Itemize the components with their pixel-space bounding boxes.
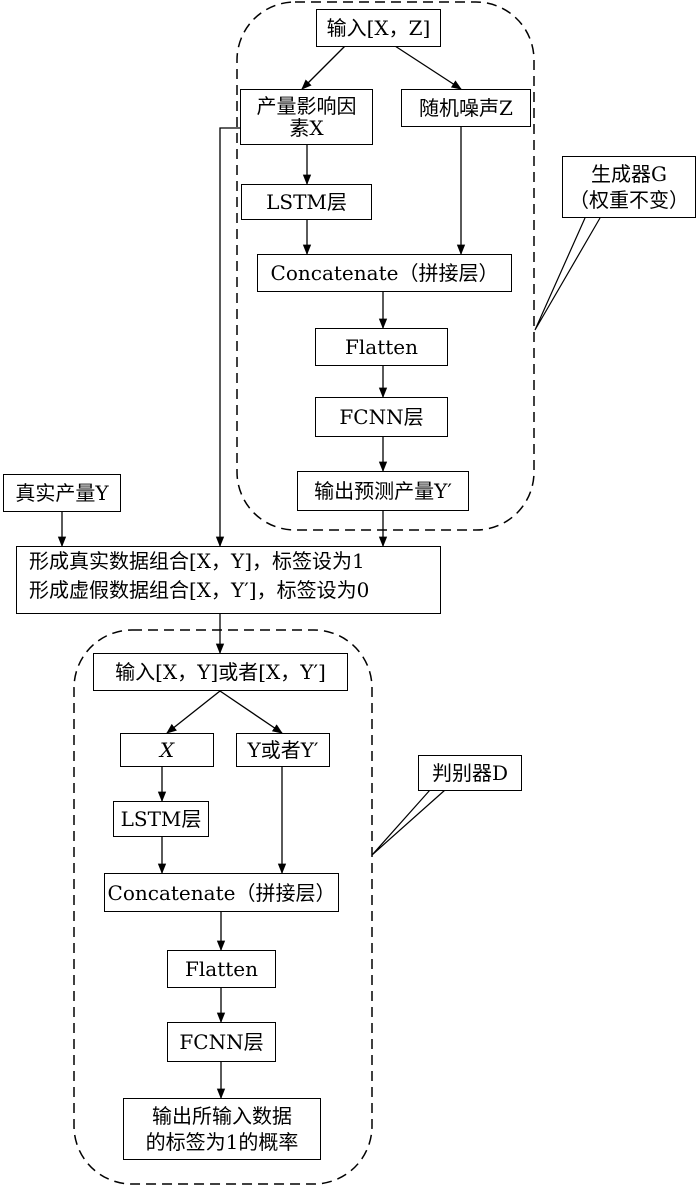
factor-x-line-1: 产量影响因 [256, 94, 357, 118]
combine-line-real: 形成真实数据组合[X，Y]，标签设为1 [29, 549, 365, 573]
noise-z-label: 随机噪声Z [419, 96, 513, 120]
generator-label-line-2: （权重不变） [569, 188, 689, 212]
combine-line-fake: 形成虚假数据组合[X，Y′]，标签设为0 [29, 578, 370, 602]
discriminator-flatten-label: Flatten [185, 957, 258, 981]
generator-lstm-node: LSTM层 [241, 184, 372, 220]
noise-z-node: 随机噪声Z [401, 89, 531, 127]
generator-fcnn-label: FCNN层 [339, 405, 424, 429]
discriminator-x-node: X [120, 733, 214, 767]
generator-input-label: 输入[X，Z] [326, 16, 431, 40]
discriminator-label-text: 判别器D [431, 761, 509, 785]
arrow-input-to-factor [301, 45, 346, 90]
generator-concat-node: Concatenate（拼接层） [257, 254, 512, 292]
arrow-input-to-noise [394, 45, 462, 90]
discriminator-output-line-2: 的标签为1的概率 [145, 1130, 299, 1154]
generator-output-label: 输出预测产量Y′ [314, 479, 452, 503]
discriminator-x-label: X [159, 738, 175, 762]
generator-flatten-label: Flatten [345, 335, 418, 359]
discriminator-label-box: 判别器D [418, 755, 522, 791]
arrow-dinput-to-x [166, 690, 221, 734]
real-yield-label: 真实产量Y [15, 481, 109, 505]
discriminator-input-node: 输入[X，Y]或者[X，Y′] [93, 653, 348, 691]
discriminator-output-node: 输出所输入数据 的标签为1的概率 [123, 1098, 321, 1160]
generator-output-node: 输出预测产量Y′ [297, 471, 469, 511]
discriminator-input-label: 输入[X，Y]或者[X，Y′] [115, 660, 326, 684]
generator-input-node: 输入[X，Z] [316, 9, 441, 47]
generator-label-box: 生成器G （权重不变） [562, 156, 696, 218]
generator-flatten-node: Flatten [315, 328, 448, 366]
discriminator-concat-label: Concatenate（拼接层） [107, 880, 336, 905]
generator-concat-label: Concatenate（拼接层） [270, 261, 499, 285]
generator-fcnn-node: FCNN层 [315, 397, 448, 437]
generator-group-outline [236, 1, 535, 531]
discriminator-y-node: Y或者Y′ [236, 733, 330, 767]
discriminator-y-label: Y或者Y′ [247, 738, 319, 762]
discriminator-output-line-1: 输出所输入数据 [152, 1104, 292, 1128]
discriminator-fcnn-node: FCNN层 [167, 1022, 276, 1062]
arrow-factor-to-combine [215, 127, 240, 548]
generator-callout [534, 217, 601, 331]
arrow-dinput-to-y [219, 690, 283, 734]
discriminator-lstm-label: LSTM层 [120, 807, 202, 831]
generator-label-line-1: 生成器G [591, 162, 667, 186]
discriminator-flatten-node: Flatten [167, 950, 276, 988]
discriminator-fcnn-label: FCNN层 [179, 1030, 264, 1054]
combine-node: 形成真实数据组合[X，Y]，标签设为1 形成虚假数据组合[X，Y′]，标签设为0 [16, 546, 441, 614]
factor-x-line-2: 素X [289, 116, 324, 140]
discriminator-concat-node: Concatenate（拼接层） [104, 873, 339, 912]
discriminator-lstm-node: LSTM层 [113, 801, 209, 837]
discriminator-callout [371, 789, 446, 856]
real-yield-node: 真实产量Y [3, 474, 121, 512]
generator-lstm-label: LSTM层 [266, 190, 347, 214]
factor-x-node: 产量影响因 素X [240, 89, 373, 145]
